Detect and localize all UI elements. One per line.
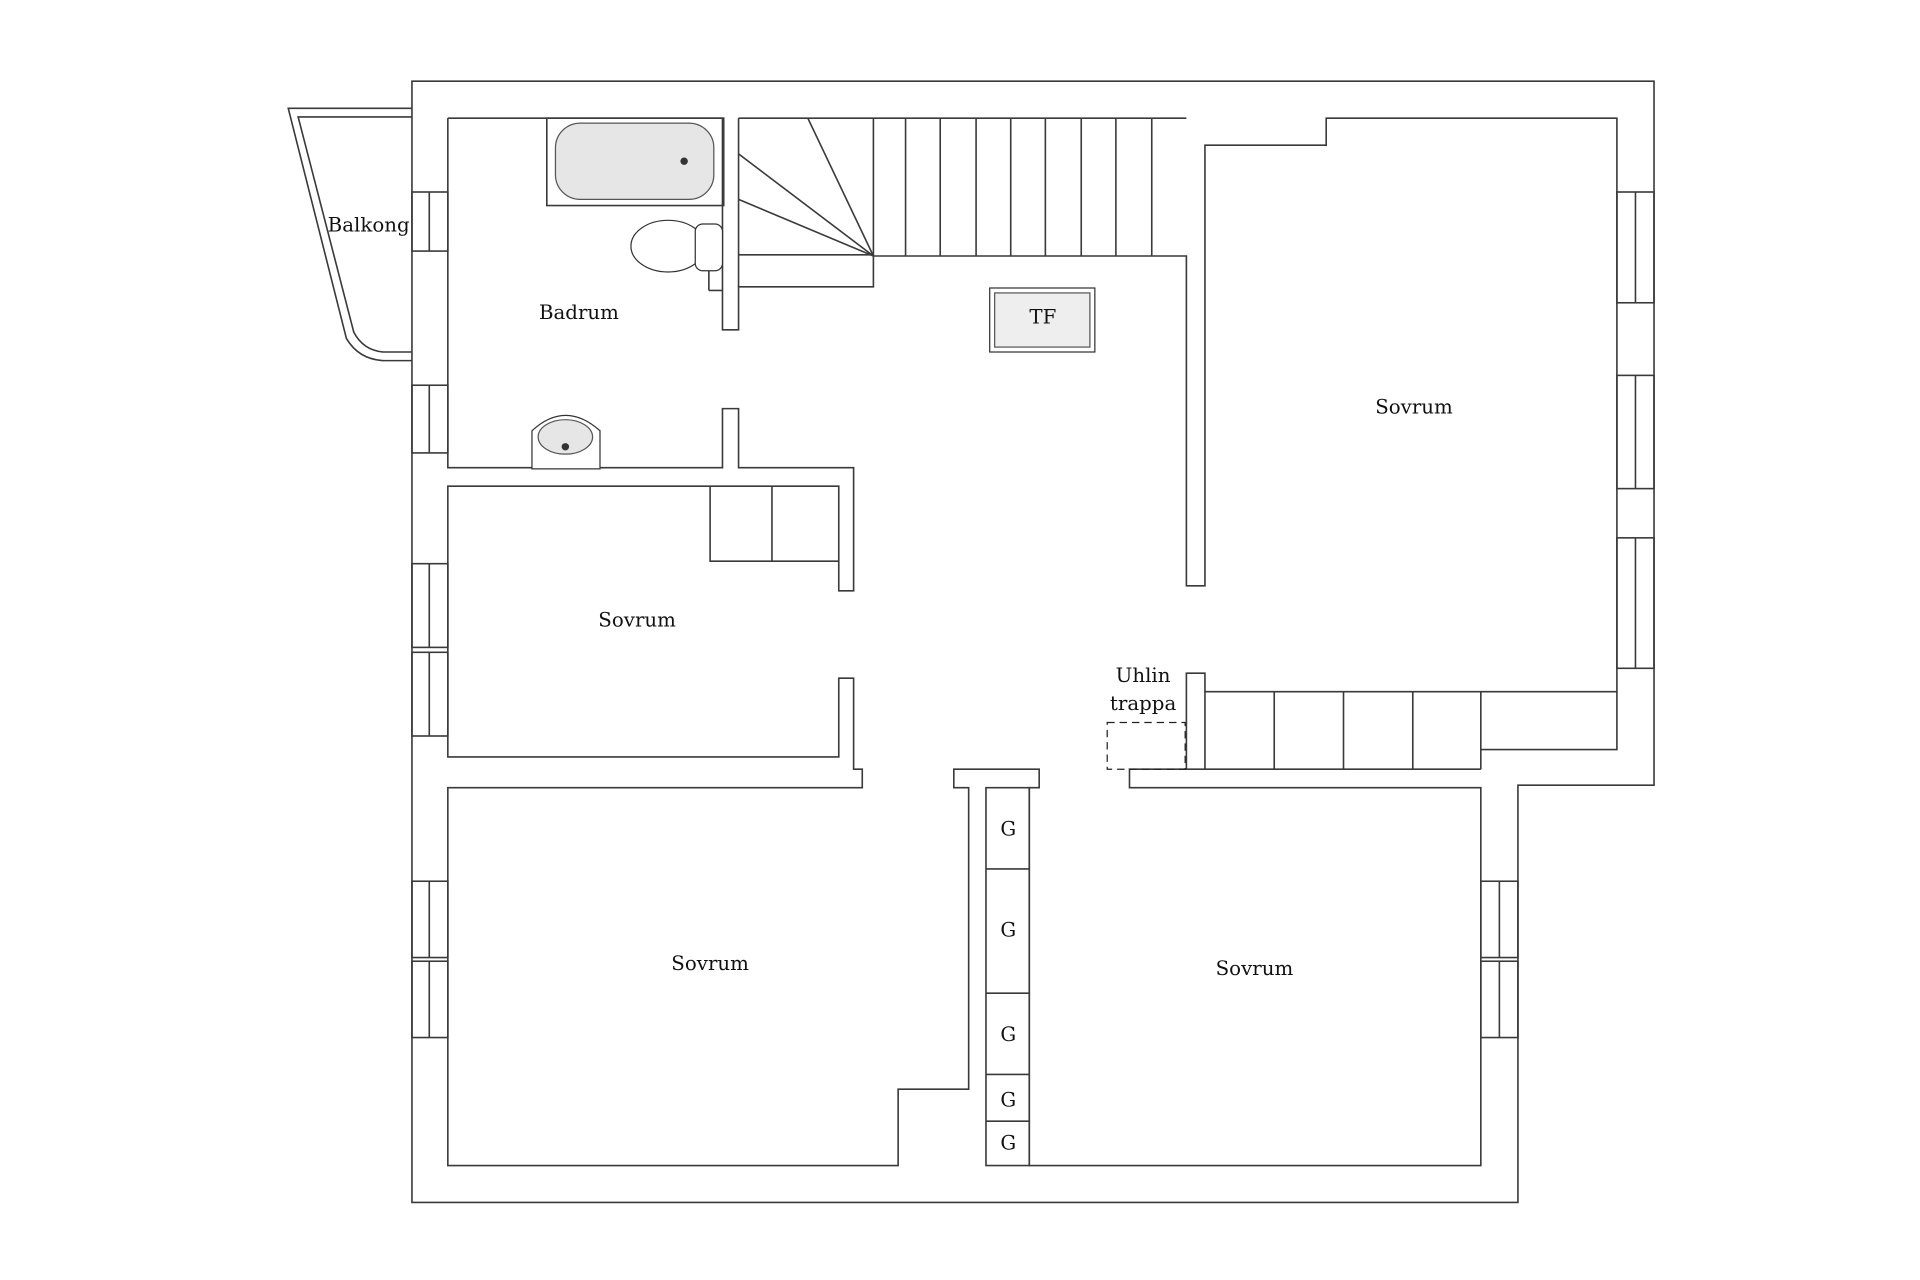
wardrobe-column [985, 786, 1031, 1167]
room-label-bedroom: Sovrum [1216, 957, 1294, 980]
bathtub [546, 117, 725, 207]
room-label-bathroom: Badrum [539, 301, 619, 324]
room-label-bedroom: Sovrum [671, 952, 749, 975]
attic-hatch [1106, 721, 1186, 770]
staircase [737, 117, 1187, 287]
balcony [287, 107, 412, 362]
wardrobe-label: G [1000, 818, 1016, 841]
wardrobe-label: G [1000, 1132, 1016, 1155]
wardrobe-label: G [1000, 1089, 1016, 1112]
outer-walls [411, 80, 1655, 1204]
attic-stair-label: Uhlin [1116, 664, 1171, 687]
room-label-balcony: Balkong [328, 213, 410, 236]
room-label-bedroom: Sovrum [598, 609, 676, 632]
toilet [630, 219, 724, 292]
room-label-bedroom: Sovrum [1375, 396, 1453, 419]
attic-stair-label: trappa [1110, 692, 1177, 715]
sink [531, 414, 601, 470]
windows [411, 191, 1655, 1039]
wardrobe-label: G [1000, 919, 1016, 942]
closet [709, 486, 839, 563]
tf-box: TF [989, 287, 1096, 353]
wardrobe-label: G [1000, 1023, 1016, 1046]
tf-label: TF [1029, 306, 1056, 329]
